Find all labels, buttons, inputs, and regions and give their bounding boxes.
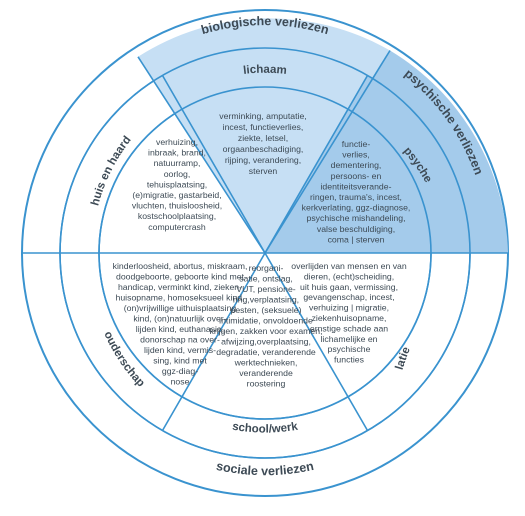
segment-line: identiteitsverande- <box>321 181 392 191</box>
segment-line: lichamelijke en <box>321 334 378 344</box>
segment-line: degradatie, veranderende <box>216 347 316 357</box>
segment-line: ziekenhuisopname, <box>312 313 387 323</box>
divider-lines <box>22 50 508 431</box>
segment-line: werktechnieken, <box>234 358 298 368</box>
segment-line: verhuizing | migratie, <box>309 303 389 313</box>
segment-line: ziekte, letsel, <box>238 133 288 143</box>
segment-line: coma | sterven <box>328 234 385 244</box>
segment-text-lichaam: verminking, amputatie,incest, functiever… <box>219 111 306 176</box>
segment-line: incest, functieverlies, <box>223 122 304 132</box>
segment-line: roostering <box>247 379 286 389</box>
segment-line: huisopname, homoseksueel kind, <box>116 293 245 303</box>
segment-line: veranderende <box>239 368 293 378</box>
label-school-werk: school/werk <box>231 421 299 436</box>
segment-line: uit huis gaan, vermissing, <box>300 282 398 292</box>
segment-text-ouderschap: kinderloosheid, abortus, miskraam,doodge… <box>113 261 248 387</box>
segment-line: kind, (on)natuurlijk over- <box>133 314 226 324</box>
segment-line: sing, kind met <box>153 356 207 366</box>
segment-line: intimidatie, onvoldoende <box>219 316 313 326</box>
segment-line: functies <box>334 355 365 365</box>
segment-line: verminking, amputatie, <box>219 111 306 121</box>
segment-line: verhuizing, <box>156 137 198 147</box>
segment-line: sterven <box>249 166 278 176</box>
segment-line: ring,verplaatsing, <box>233 295 299 305</box>
segment-line: kinderloosheid, abortus, miskraam, <box>113 261 248 271</box>
outer-divider-right <box>264 50 391 254</box>
segment-line: persoons- en <box>331 171 382 181</box>
segment-line: ernstige schade aan <box>310 323 388 333</box>
segment-line: natuurramp, <box>154 158 201 168</box>
segment-line: verlies, <box>342 150 370 160</box>
segment-line: VUT, pensione- <box>236 284 296 294</box>
segment-line: vluchten, thuisloosheid, <box>132 201 222 211</box>
segment-line: lijden kind, euthanasie, <box>136 324 224 334</box>
segment-text-psyche: functie-verlies,dementering,persoons- en… <box>302 139 411 244</box>
segment-line: gevangenschap, incest, <box>303 292 394 302</box>
label-sociale-verliezen: sociale verliezen <box>215 459 315 478</box>
segment-line: kerkverlating, ggz-diagnose, <box>302 203 411 213</box>
segment-line: psychische mishandeling, <box>307 213 406 223</box>
segment-line: (e)migratie, gastarbeid, <box>132 190 221 200</box>
segment-line: satie, ontslag, <box>239 274 293 284</box>
segment-line: ggz-diag- <box>162 366 198 376</box>
segment-line: pesten, (seksuele) <box>231 305 302 315</box>
segment-line: kostschoolplaatsing, <box>138 211 216 221</box>
middle-divider-right <box>264 75 369 254</box>
segment-text-huis-en-haard: verhuizing,inbraak, brand,natuurramp,oor… <box>132 137 222 232</box>
segment-line: inbraak, brand, <box>148 148 206 158</box>
segment-line: reorgani- <box>249 263 284 273</box>
segment-line: nose <box>171 377 190 387</box>
segment-line: krijgen, zakken voor examen, <box>210 326 323 336</box>
segment-line: orgaanbeschadiging, <box>223 144 304 154</box>
middle-divider-lower-left <box>161 252 266 431</box>
segment-line: psychische <box>328 344 371 354</box>
segment-line: handicap, verminkt kind, zieken- <box>118 282 242 292</box>
segment-line: computercrash <box>148 222 206 232</box>
segment-line: rijping, verandering, <box>225 155 301 165</box>
segment-text-school-werk: reorgani-satie, ontslag,VUT, pensione-ri… <box>210 263 323 389</box>
segment-line: (on)vrijwillige uithuisplaatsing <box>124 303 237 313</box>
segment-line: lijden kind, vermis- <box>144 345 216 355</box>
segment-line: valse beschuldiging, <box>317 224 395 234</box>
outer-divider-left <box>137 56 266 254</box>
segment-line: dementering, <box>331 160 382 170</box>
middle-divider-left <box>161 75 266 254</box>
segment-line: functie- <box>342 139 371 149</box>
segment-line: overlijden van mensen en van <box>291 261 407 271</box>
middle-divider-lower-right <box>264 252 369 431</box>
inner-sector-lichaam <box>182 86 348 253</box>
segment-line: dieren, (echt)scheiding, <box>304 271 394 281</box>
segment-line: tehuisplaatsing, <box>147 179 207 189</box>
segment-line: oorlog, <box>164 169 191 179</box>
segment-line: ringen, trauma's, incest, <box>310 192 402 202</box>
label-lichaam: lichaam <box>243 64 288 77</box>
segment-line: donorschap na over- <box>140 335 220 345</box>
inner-sector-psyche <box>265 109 431 253</box>
segment-line: doodgeboorte, geboorte kind met <box>116 272 245 282</box>
segment-line: afwijzing,overplaatsing, <box>221 337 311 347</box>
